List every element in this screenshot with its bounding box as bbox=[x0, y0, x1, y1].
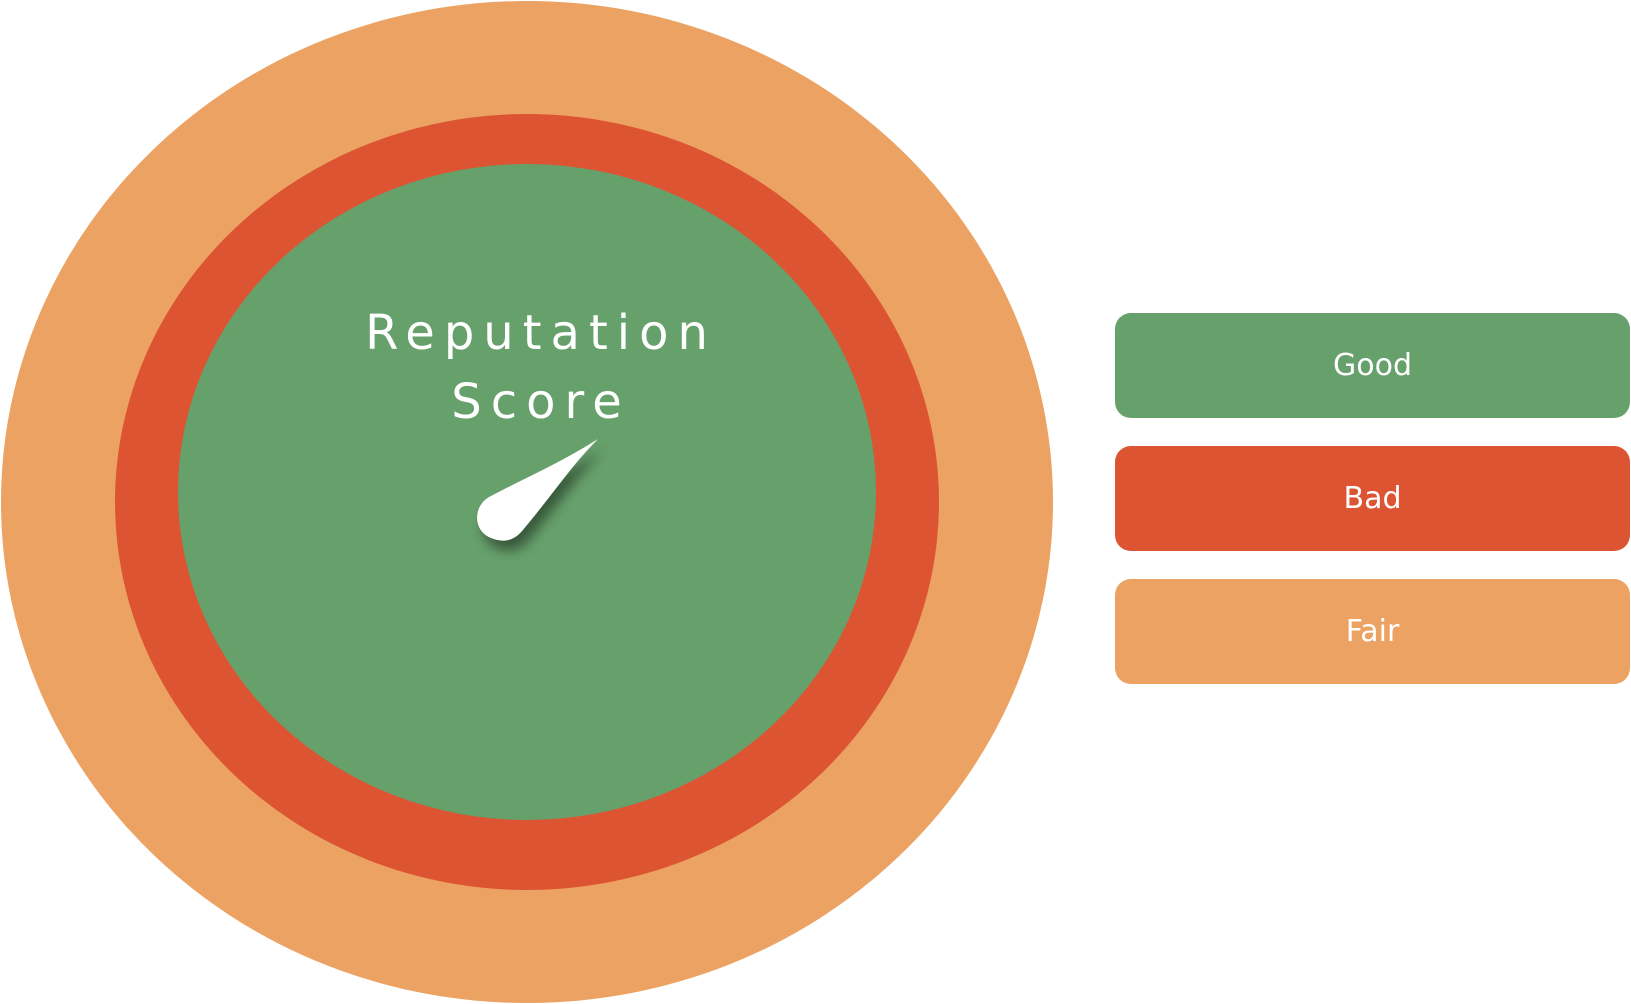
center-label-line2: Score bbox=[451, 374, 630, 430]
legend-good: Good bbox=[1115, 313, 1630, 418]
legend-good-label: Good bbox=[1333, 348, 1412, 383]
gauge-needle-icon bbox=[477, 439, 598, 541]
legend-bad: Bad bbox=[1115, 446, 1630, 551]
legend-fair-label: Fair bbox=[1345, 614, 1400, 649]
reputation-gauge: Reputation Score bbox=[1, 1, 1053, 1003]
center-label-line1: Reputation bbox=[365, 305, 717, 361]
legend-bad-label: Bad bbox=[1343, 481, 1402, 516]
legend-fair: Fair bbox=[1115, 579, 1630, 684]
